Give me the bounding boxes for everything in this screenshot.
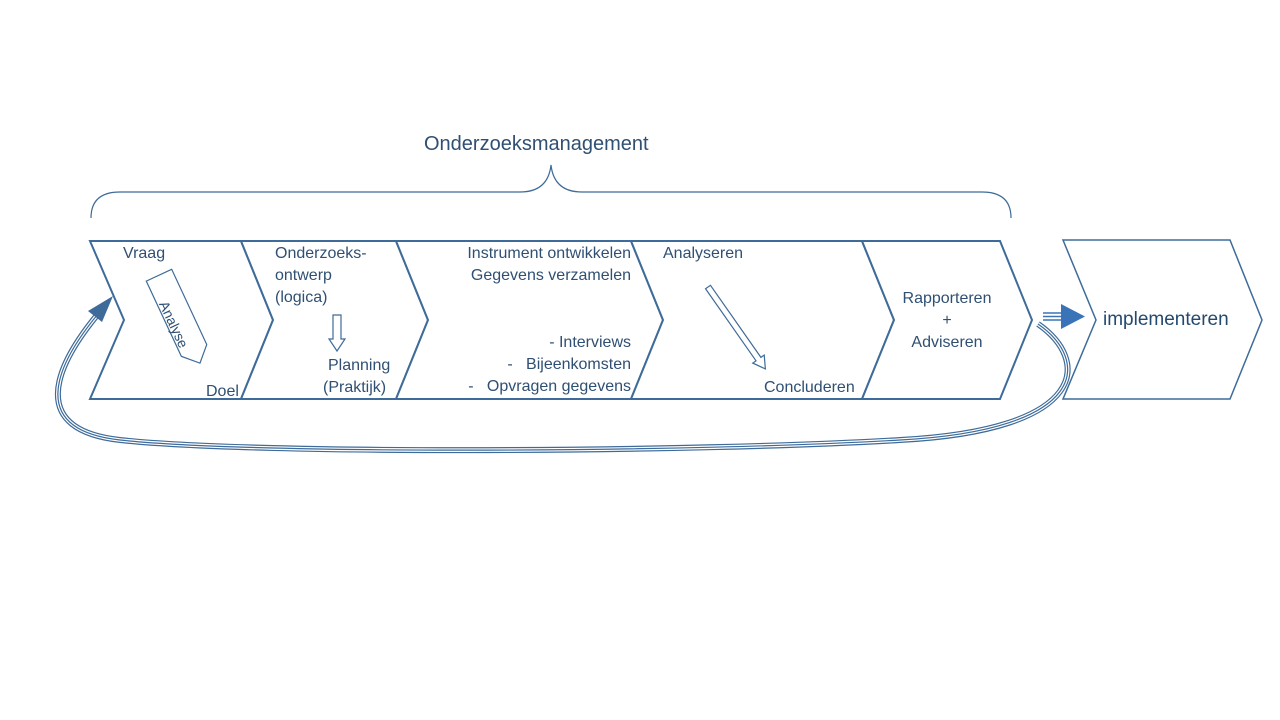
doel-label: Doel bbox=[206, 383, 239, 400]
planning-label: Planning bbox=[328, 357, 391, 374]
diagonal-arrow-icon bbox=[704, 284, 767, 370]
stage-implementeren-chevron bbox=[1061, 239, 1263, 400]
concluderen-label: Concluderen bbox=[764, 379, 855, 396]
stage-rapporteren-chevron bbox=[860, 240, 1034, 400]
plus-label: + bbox=[942, 312, 952, 329]
ontwerp-line-2: ontwerp bbox=[275, 267, 332, 284]
analyseren-label: Analyseren bbox=[663, 245, 744, 262]
vraag-label: Vraag bbox=[123, 245, 166, 262]
arrow-to-implementeren bbox=[1043, 304, 1085, 329]
list-bijeenkomsten: - Bijeenkomsten bbox=[507, 356, 631, 373]
brace bbox=[90, 164, 1012, 219]
feedback-loop-arrow bbox=[54, 296, 1071, 454]
analyse-arrow bbox=[145, 268, 208, 364]
diagram-title: Onderzoeksmanagement bbox=[424, 133, 649, 155]
instrument-line-1: Instrument ontwikkelen bbox=[467, 245, 631, 262]
praktijk-label: (Praktijk) bbox=[323, 379, 387, 396]
instrument-line-2: Gegevens verzamelen bbox=[470, 267, 631, 284]
down-arrow-icon bbox=[327, 314, 347, 353]
list-opvragen: - Opvragen gegevens bbox=[468, 378, 631, 395]
ontwerp-line-3: (logica) bbox=[275, 289, 328, 306]
adviseren-label: Adviseren bbox=[911, 334, 983, 351]
implementeren-label: implementeren bbox=[1103, 309, 1229, 330]
ontwerp-line-1: Onderzoeks- bbox=[275, 245, 367, 262]
list-interviews: - Interviews bbox=[549, 334, 631, 351]
rapporteren-label: Rapporteren bbox=[902, 290, 992, 307]
